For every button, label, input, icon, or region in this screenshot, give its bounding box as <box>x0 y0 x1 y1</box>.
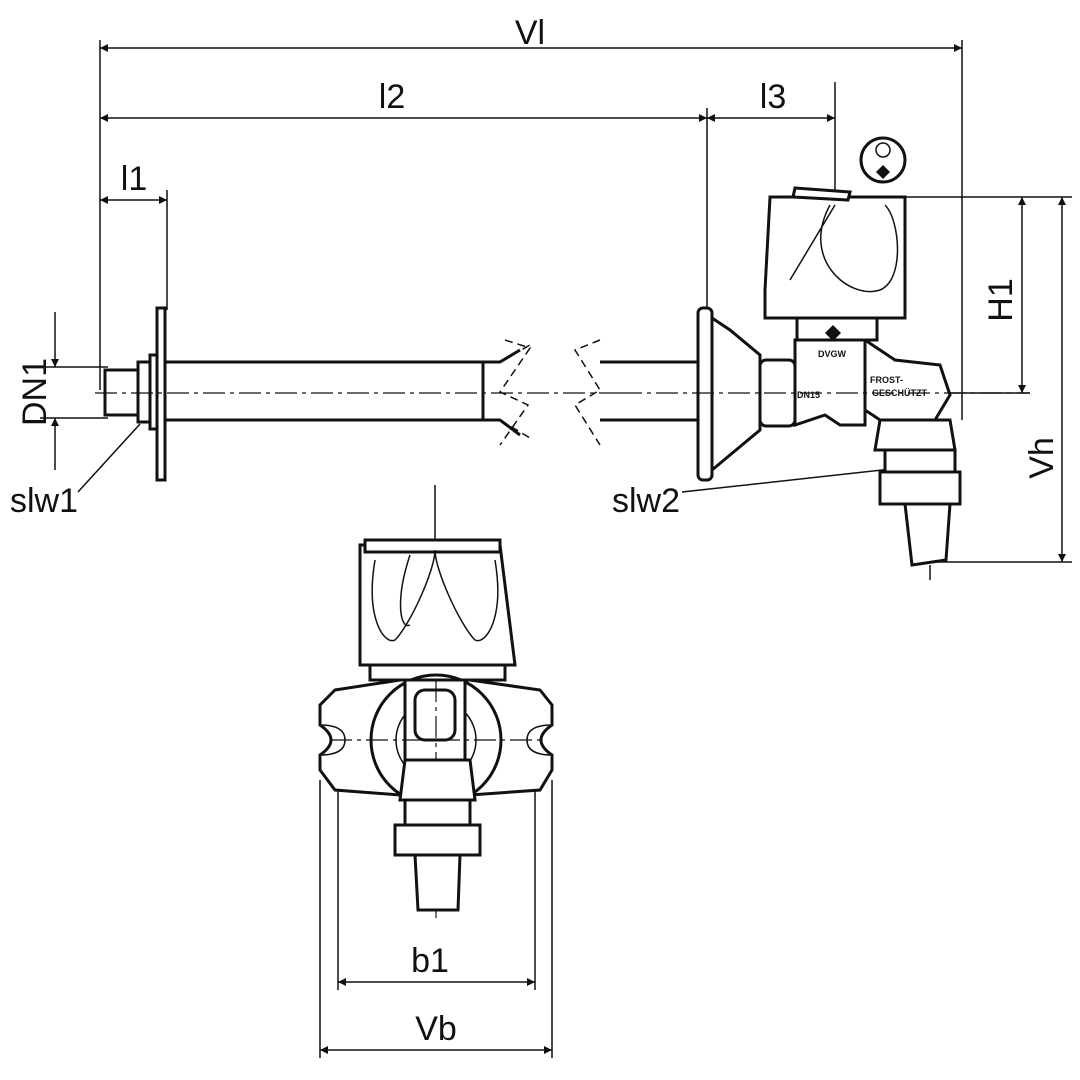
wall-pipe-side-view <box>95 306 700 482</box>
dim-label-b1: b1 <box>411 942 449 980</box>
dimension-lines <box>51 44 1066 1054</box>
marking-frost-1: FROST- <box>870 375 903 385</box>
dim-label-l3: l3 <box>760 78 786 116</box>
marking-dn15: DN15 <box>797 390 820 400</box>
dim-label-h1: H1 <box>982 278 1020 321</box>
valve-side-view: DVGW DN15 FROST- GESCHÜTZT <box>620 136 1030 580</box>
dim-label-l2: l2 <box>379 78 405 116</box>
dim-label-slw2: slw2 <box>612 482 680 520</box>
dim-label-vh: Vh <box>1023 437 1061 479</box>
marking-dvgw: DVGW <box>818 349 847 359</box>
extension-lines <box>40 40 1072 1058</box>
dim-label-vb: Vb <box>415 1010 457 1048</box>
dim-label-l1: l1 <box>121 160 147 198</box>
valve-front-view <box>318 485 554 920</box>
marking-frost-2: GESCHÜTZT <box>872 388 928 398</box>
dim-label-dn1: DN1 <box>16 358 54 426</box>
dim-label-vl: Vl <box>515 14 545 52</box>
dim-label-slw1: slw1 <box>10 482 78 520</box>
